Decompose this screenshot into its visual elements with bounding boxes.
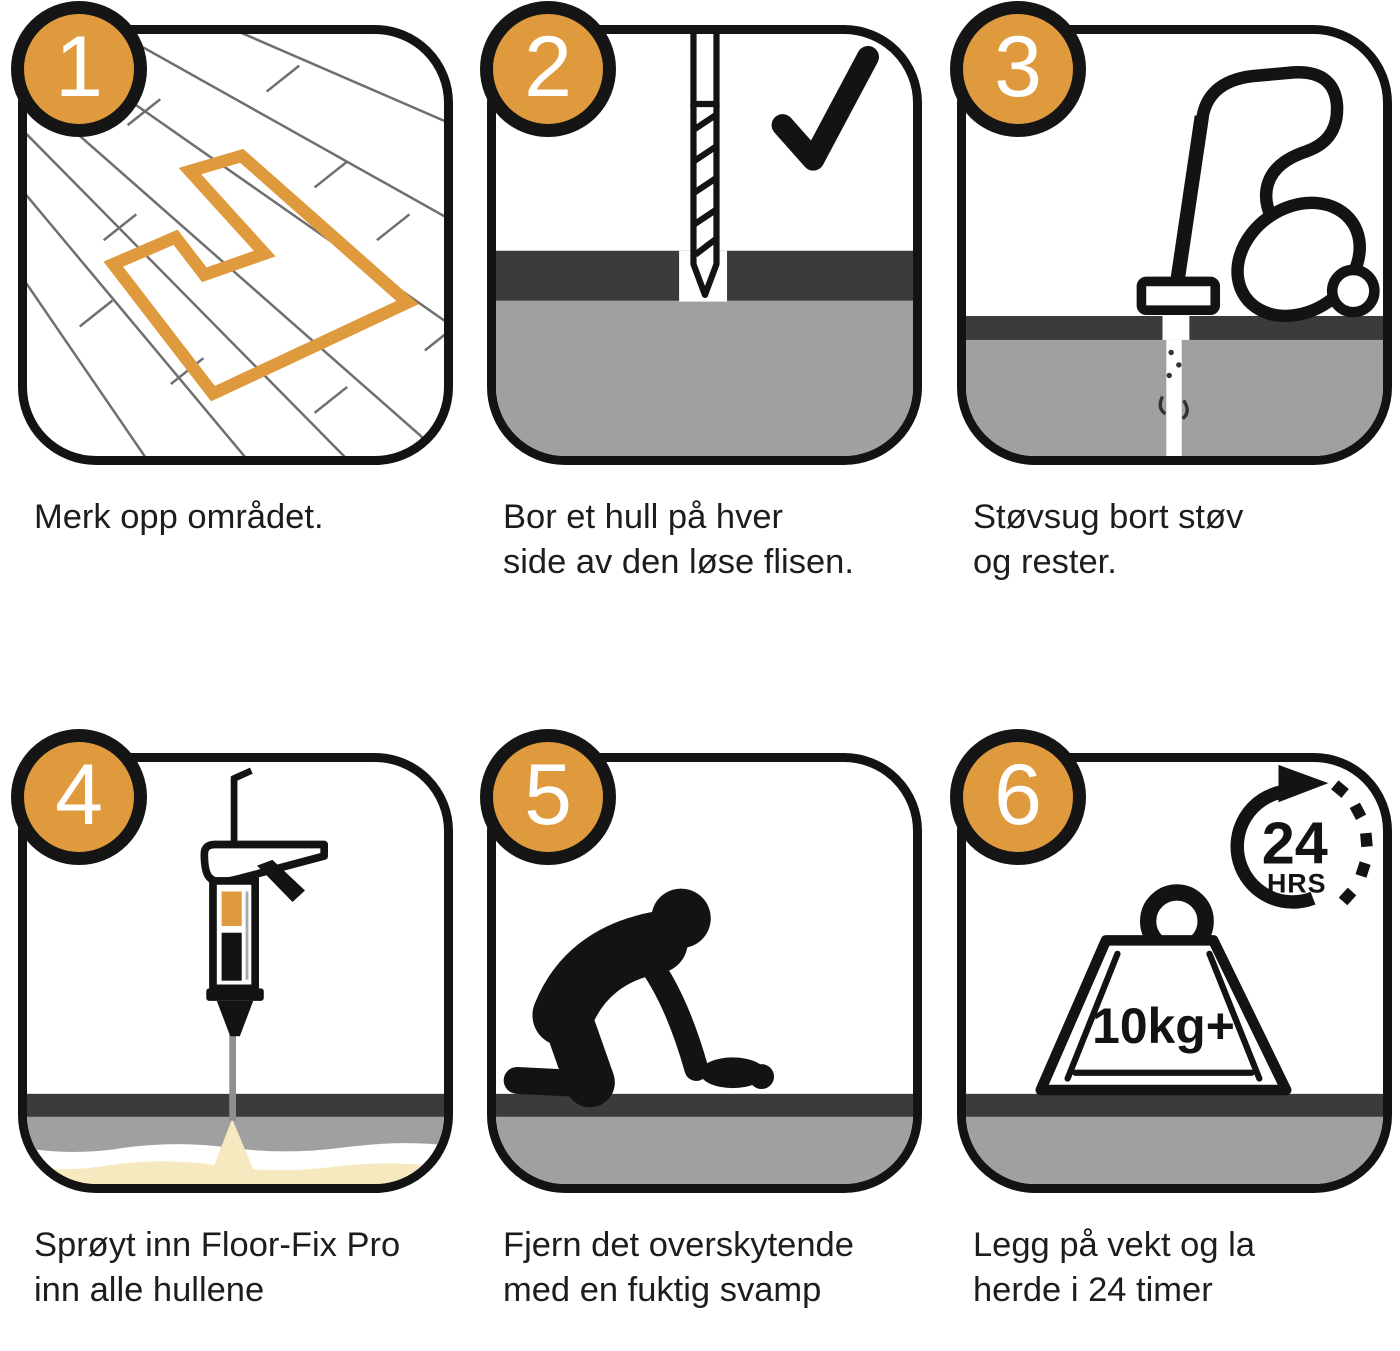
caulk-gun-icon bbox=[27, 767, 444, 1184]
caption-line: Bor et hull på hver bbox=[503, 498, 783, 536]
step-number: 3 bbox=[994, 19, 1042, 115]
step-6-illustration: 24 HRS 10kg+ bbox=[957, 753, 1392, 1193]
step-2-badge: 2 bbox=[480, 1, 616, 137]
step-5-badge: 5 bbox=[480, 729, 616, 865]
timer-unit-label: HRS bbox=[1267, 868, 1327, 898]
timer-dashes bbox=[1331, 780, 1373, 906]
weight-label: 10kg+ bbox=[1092, 998, 1235, 1054]
caption-line: med en fuktig svamp bbox=[503, 1271, 822, 1309]
step-panel-3: 3 Støvsug bort støv og rester. bbox=[950, 1, 1392, 585]
dust-particles bbox=[1166, 349, 1182, 379]
vacuum-tube bbox=[1168, 115, 1209, 293]
caption-line: og rester. bbox=[973, 543, 1117, 581]
step-3-badge: 3 bbox=[950, 1, 1086, 137]
gun-nozzle bbox=[216, 1000, 254, 1037]
step-panel-6: 24 HRS 10kg+ 6 Legg på vekt og bbox=[950, 729, 1392, 1313]
sponge bbox=[700, 1057, 766, 1089]
step-panel-1: 1 Merk opp området. bbox=[11, 1, 453, 540]
caption-line: Merk opp området. bbox=[34, 498, 324, 536]
tile-layer bbox=[496, 1093, 913, 1117]
vacuum-wheel bbox=[1326, 264, 1380, 318]
step-panel-5: 5 Fjern det overskytende med en fuktig s… bbox=[480, 729, 922, 1313]
step-5-caption: Fjern det overskytende med en fuktig sva… bbox=[503, 1223, 921, 1313]
caption-line: inn alle hullene bbox=[34, 1271, 265, 1309]
vacuum-cleaner-icon bbox=[966, 66, 1383, 456]
weight-icon: 10kg+ bbox=[1035, 884, 1292, 1096]
gun-flange bbox=[206, 988, 264, 1001]
step-panel-2: 2 Bor et hull på hver side av den løse f… bbox=[480, 1, 922, 585]
dust-curls bbox=[1158, 395, 1189, 420]
substrate-layer bbox=[496, 299, 913, 456]
adhesive-pool bbox=[27, 1161, 444, 1184]
arrow-head bbox=[1278, 764, 1329, 803]
vacuum-handle bbox=[1195, 66, 1344, 223]
caption-line: herde i 24 timer bbox=[973, 1271, 1213, 1309]
step-1-caption: Merk opp området. bbox=[34, 495, 452, 540]
step-1-badge: 1 bbox=[11, 1, 147, 137]
kneeling-person-sponge-icon bbox=[496, 888, 913, 1184]
step-2-caption: Bor et hull på hver side av den løse fli… bbox=[503, 495, 921, 585]
step-number: 6 bbox=[994, 747, 1042, 843]
substrate-layer bbox=[496, 1116, 913, 1184]
timer-24hrs-icon: 24 HRS bbox=[1230, 764, 1373, 909]
step-number: 4 bbox=[55, 747, 103, 843]
step-6-caption: Legg på vekt og la herde i 24 timer bbox=[973, 1223, 1391, 1313]
caption-line: Fjern det overskytende bbox=[503, 1226, 854, 1264]
caption-line: Sprøyt inn Floor-Fix Pro bbox=[34, 1226, 401, 1264]
checkmark-icon bbox=[771, 45, 879, 171]
gun-trigger bbox=[257, 859, 305, 903]
drill-bit-icon bbox=[496, 34, 913, 456]
adhesive-level bbox=[221, 891, 242, 927]
cartridge-shading bbox=[245, 891, 249, 980]
step-6-badge: 6 bbox=[950, 729, 1086, 865]
step-number: 5 bbox=[524, 747, 572, 843]
step-panel-4: 4 Sprøyt inn Floor-Fix Pro inn alle hull… bbox=[11, 729, 453, 1313]
step-4-caption: Sprøyt inn Floor-Fix Pro inn alle hullen… bbox=[34, 1223, 452, 1313]
tile-layer bbox=[966, 1093, 1383, 1117]
vacuum-nozzle bbox=[1136, 276, 1221, 316]
adhesive-jet bbox=[209, 1118, 258, 1179]
hole-channel bbox=[1166, 339, 1182, 456]
weight-body bbox=[1035, 935, 1292, 1096]
weight-and-timer-icon: 24 HRS 10kg+ bbox=[966, 764, 1383, 1184]
drill-bit bbox=[690, 34, 720, 298]
weight-inner-lines bbox=[1064, 950, 1263, 1082]
drilled-hole bbox=[1162, 315, 1190, 340]
step-4-badge: 4 bbox=[11, 729, 147, 865]
step-3-caption: Støvsug bort støv og rester. bbox=[973, 495, 1391, 585]
caption-line: Støvsug bort støv bbox=[973, 498, 1244, 536]
marked-area-outline bbox=[103, 148, 419, 402]
step-number: 2 bbox=[524, 19, 572, 115]
cartridge-plunger bbox=[221, 932, 242, 981]
floor-marking-icon bbox=[27, 34, 444, 456]
caulk-gun bbox=[200, 767, 329, 1037]
caption-line: Legg på vekt og la bbox=[973, 1226, 1255, 1264]
substrate-layer bbox=[966, 1116, 1383, 1184]
step-number: 1 bbox=[55, 19, 103, 115]
kneeling-person bbox=[503, 888, 774, 1108]
caption-line: side av den løse flisen. bbox=[503, 543, 854, 581]
adhesive-stream bbox=[229, 1034, 236, 1121]
timer-number-label: 24 bbox=[1262, 810, 1328, 877]
